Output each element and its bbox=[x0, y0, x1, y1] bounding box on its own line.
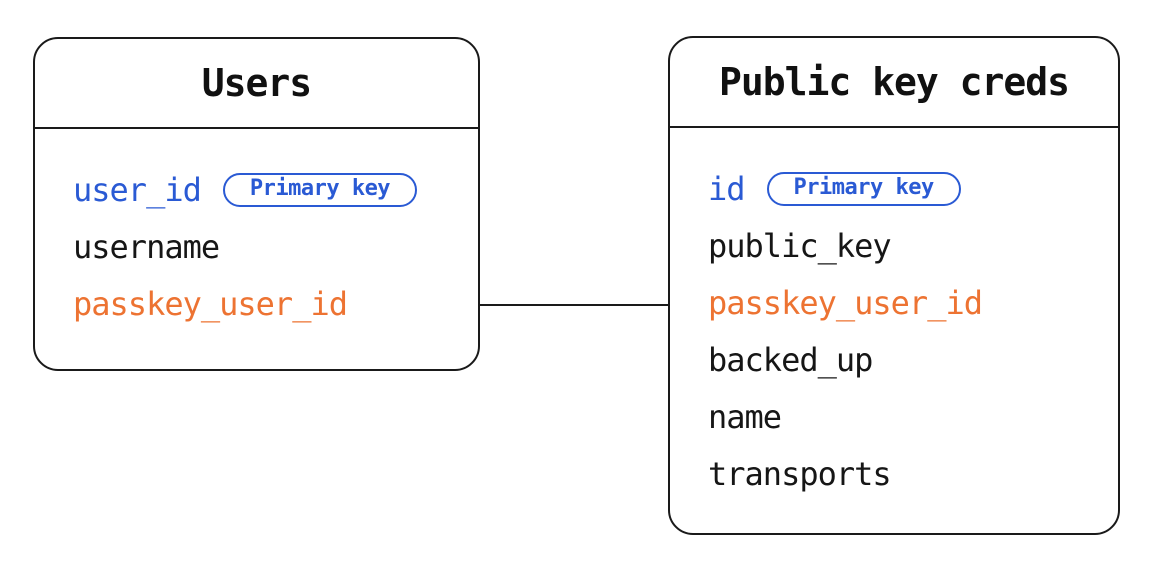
field-backed-up: backed_up bbox=[708, 340, 873, 379]
table-public-key-creds-body: id Primary key public_key passkey_user_i… bbox=[670, 128, 1118, 502]
table-users-body: user_id Primary key username passkey_use… bbox=[35, 129, 478, 332]
field-passkey-user-id: passkey_user_id bbox=[73, 284, 348, 323]
field-name: name bbox=[708, 397, 782, 436]
table-public-key-creds: Public key creds id Primary key public_k… bbox=[668, 36, 1120, 535]
field-row-user-id: user_id Primary key bbox=[73, 161, 478, 218]
table-public-key-creds-header: Public key creds bbox=[670, 38, 1118, 128]
table-public-key-creds-title: Public key creds bbox=[718, 60, 1070, 104]
field-user-id: user_id bbox=[73, 170, 202, 209]
field-row-id: id Primary key bbox=[708, 160, 1118, 217]
field-transports: transports bbox=[708, 454, 892, 493]
field-public-key: public_key bbox=[708, 226, 892, 265]
field-id: id bbox=[708, 169, 746, 208]
field-row-backed-up: backed_up bbox=[708, 331, 1118, 388]
table-users: Users user_id Primary key username passk… bbox=[33, 37, 480, 371]
table-users-title: Users bbox=[201, 61, 312, 105]
table-users-header: Users bbox=[35, 39, 478, 129]
primary-key-badge: Primary key bbox=[766, 171, 961, 206]
field-row-username: username bbox=[73, 218, 478, 275]
field-row-public-key: public_key bbox=[708, 217, 1118, 274]
field-row-transports: transports bbox=[708, 445, 1118, 502]
field-username: username bbox=[73, 227, 220, 266]
relationship-line bbox=[478, 304, 670, 306]
field-passkey-user-id: passkey_user_id bbox=[708, 283, 983, 322]
field-row-name: name bbox=[708, 388, 1118, 445]
field-row-passkey-user-id: passkey_user_id bbox=[73, 275, 478, 332]
primary-key-badge: Primary key bbox=[222, 172, 418, 207]
field-row-passkey-user-id: passkey_user_id bbox=[708, 274, 1118, 331]
